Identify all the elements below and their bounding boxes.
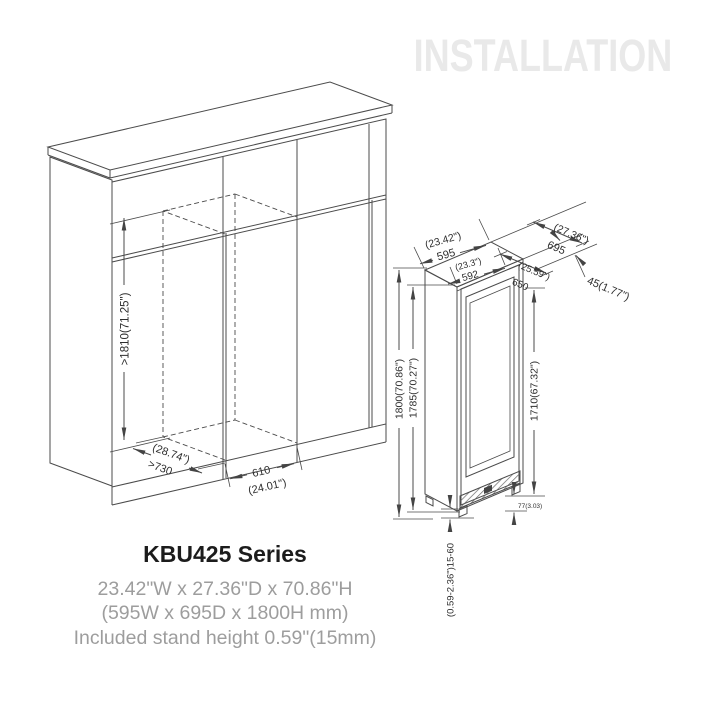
niche-height-label: >1810(71.25"): [120, 292, 132, 365]
door-glass-outer: [465, 276, 515, 478]
height-body-label: 1785(70.27"): [408, 358, 420, 418]
niche-depth-dimension: [132, 436, 226, 474]
width-mm-label: 595: [436, 247, 457, 264]
niche-height-dimension: [109, 209, 171, 453]
depth-dimensions: [490, 201, 598, 278]
depth-mm-label: 650: [510, 277, 530, 294]
stand-dimension: [441, 495, 474, 532]
wall-gap-label: 45(1.77"): [585, 275, 631, 304]
niche-width-dimension: [224, 446, 303, 488]
inner-width-in-label: (23.3"): [454, 256, 482, 273]
height-door-label: 1710(67.32"): [529, 361, 541, 421]
grille-lock: [484, 484, 492, 494]
plinth-label: 77(3.03): [518, 503, 542, 510]
dims-metric: (595W x 695D x 1800H mm): [101, 602, 349, 625]
product-dimension-labels: (23.42") 595 (23.3") 592 (25.59") 650 (2…: [394, 221, 632, 617]
countertop-edges: [47, 105, 393, 179]
series-title: KBU425 Series: [143, 541, 307, 567]
width-dimensions: [413, 218, 506, 285]
cabinet-front-face: [111, 118, 387, 488]
cabinet-dimension-labels: >1810(71.25") (28.74") >730 610 (24.01"): [120, 292, 288, 497]
cabinet-diagram: [46, 81, 394, 506]
height-door-dimension: [505, 287, 545, 497]
height-body-dimension: [407, 284, 460, 513]
door-glass-inner: [469, 285, 511, 469]
height-total-label: 1800(70.86"): [394, 359, 406, 419]
width-in-label: (23.42"): [424, 230, 463, 252]
plinth-dimension: [505, 482, 527, 525]
cabinet-left-side: [49, 156, 113, 487]
installation-watermark: INSTALLATION: [413, 30, 672, 81]
inner-width-mm-label: 592: [461, 269, 480, 284]
niche-width-mm-label: 610: [251, 464, 272, 480]
height-total-dimension: [393, 267, 433, 520]
cabinet-dividers: [222, 124, 373, 479]
niche-hidden-lines: [162, 193, 298, 461]
product-diagram: [393, 201, 598, 532]
cabinet-rail: [111, 194, 387, 263]
cabinet-plinth: [111, 424, 387, 506]
niche-depth-mm-label: >730: [146, 458, 173, 478]
dims-imperial: 23.42"W x 27.36"D x 70.86"H: [97, 578, 353, 600]
stand-range-label: (0.59-2.36")15-60: [446, 543, 457, 617]
product-left-side: [424, 269, 458, 512]
stand-note: Included stand height 0.59"(15mm): [73, 626, 377, 649]
product-summary: KBU425 Series 23.42"W x 27.36"D x 70.86"…: [30, 541, 420, 650]
